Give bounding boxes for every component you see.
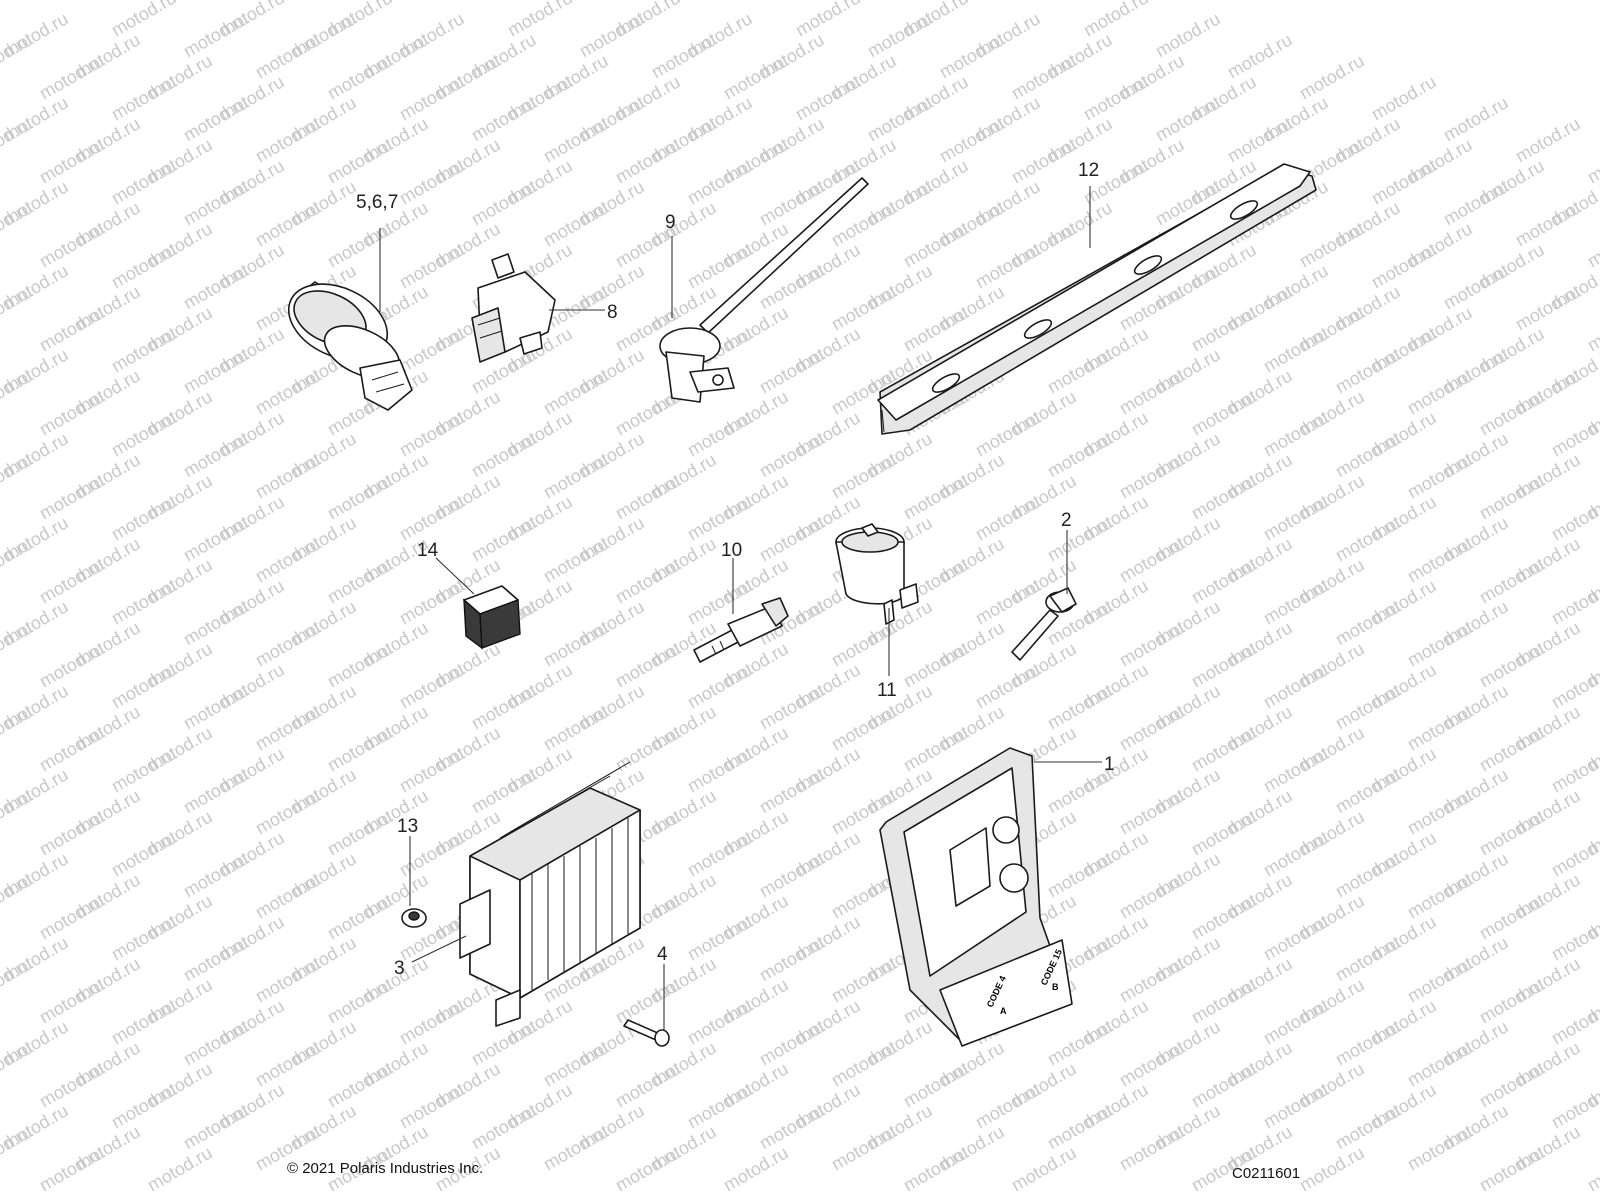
map-sensor-part [471,253,556,363]
bolt-part [623,1019,670,1047]
voltage-regulator-part [459,761,641,1027]
copyright-text: © 2021 Polaris Industries Inc. [287,1160,484,1177]
air-temp-sensor-part [1011,587,1077,661]
leader-3 [411,935,467,963]
bracket-strap-part [877,163,1317,435]
callout-3: 3 [394,958,405,979]
ecu-part: CODE 4 A CODE 15 B [879,747,1073,1047]
callout-13: 13 [397,816,418,837]
callout-14: 14 [417,540,439,561]
callout-9: 9 [665,212,676,233]
speed-sensor-part [659,177,869,403]
callout-11: 11 [877,680,897,701]
ecu-code-b-letter: B [1052,982,1059,992]
leader-lines [379,186,1102,1030]
ignition-switch-part [287,281,413,411]
grommet-part [401,908,427,928]
callout-2: 2 [1061,510,1072,531]
relay-part [835,523,919,625]
callout-8: 8 [607,302,618,323]
callout-4: 4 [657,944,668,965]
callout-5-6-7: 5,6,7 [356,192,398,213]
leader-14 [435,557,475,595]
callout-12: 12 [1078,160,1099,181]
callout-1: 1 [1104,754,1115,775]
callout-10: 10 [721,540,742,561]
temperature-sensor-part [693,597,789,663]
drawing-code-text: C0211601 [1232,1165,1301,1182]
rocker-switch-part [463,585,521,650]
ecu-code-a-letter: A [1000,1006,1007,1016]
